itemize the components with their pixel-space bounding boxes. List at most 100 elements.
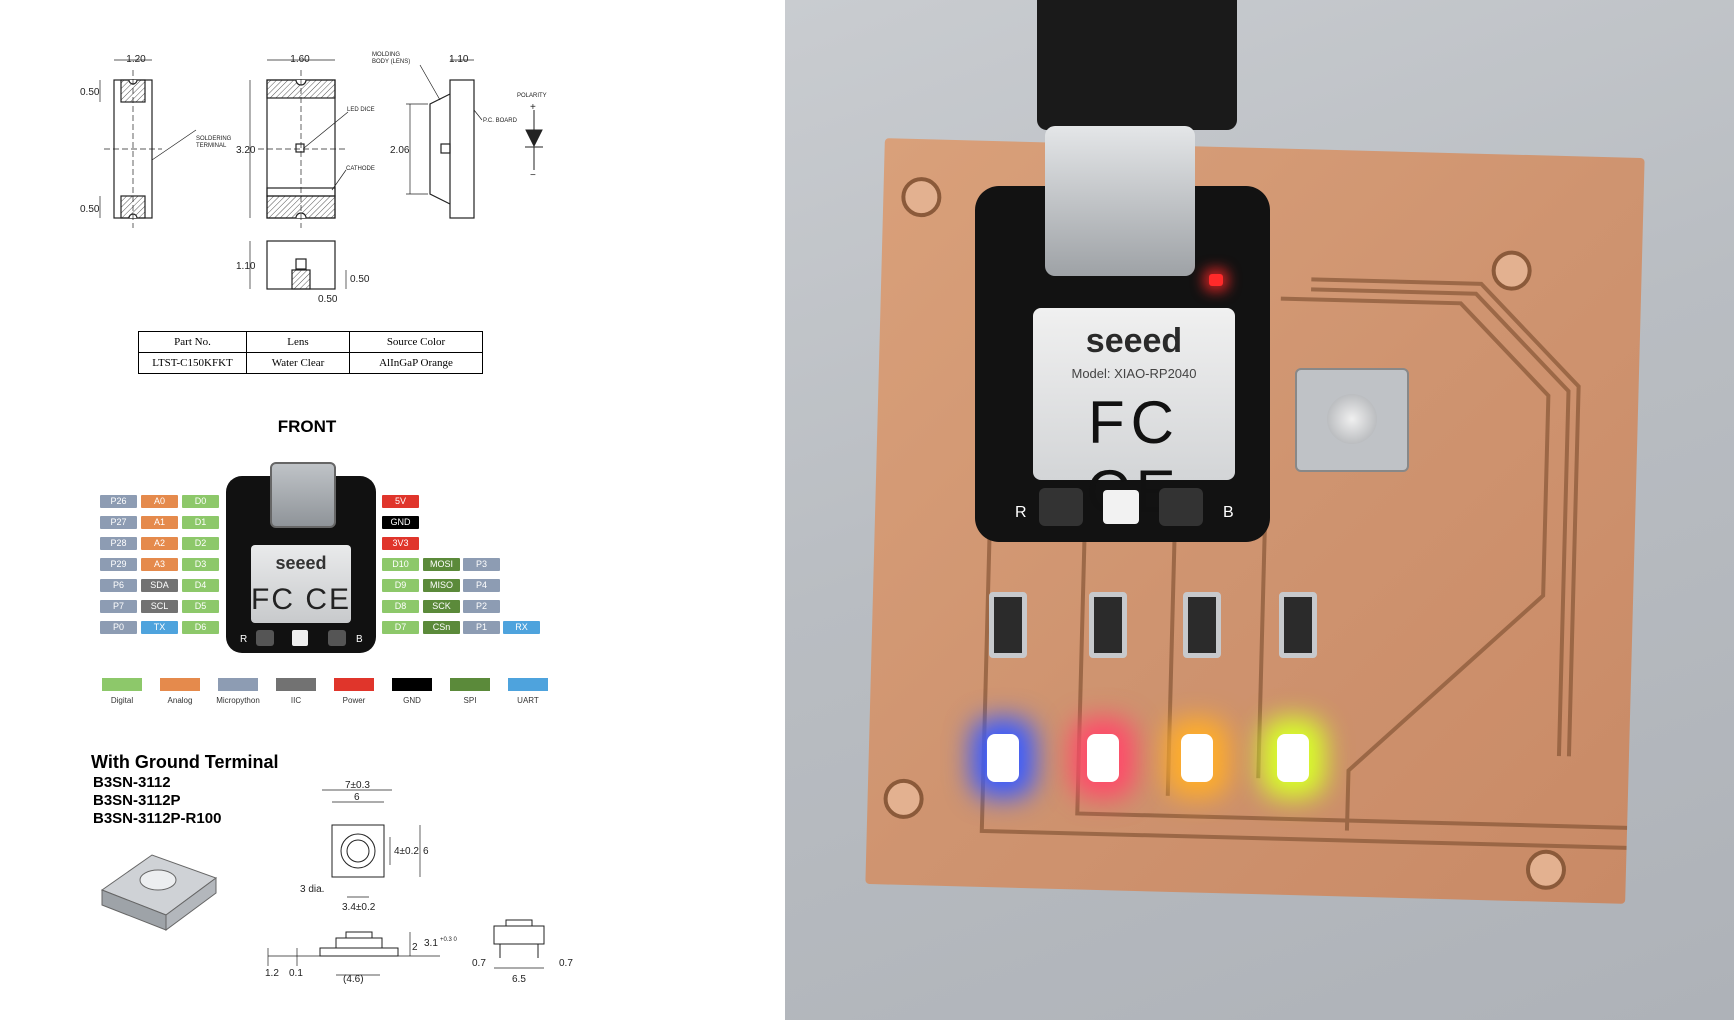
label-terminal: TERMINAL — [196, 143, 227, 149]
pin-label: GND — [382, 516, 419, 529]
pin-label: SDA — [141, 579, 178, 592]
pin-label: RX — [503, 621, 540, 634]
dim-w7: 7±0.3 — [345, 780, 370, 791]
board-letter-r: R — [240, 634, 248, 645]
dim-w34: 3.4±0.2 — [342, 902, 376, 913]
pin-label: P0 — [100, 621, 137, 634]
dim-dia: 3 dia. — [300, 884, 324, 895]
pin-label: P7 — [100, 600, 137, 613]
rgb-led — [1103, 490, 1139, 524]
pin-label: CSn — [423, 621, 460, 634]
pin-label: P1 — [463, 621, 500, 634]
pin-label: P2 — [463, 600, 500, 613]
switch-title: With Ground Terminal — [91, 752, 279, 772]
pin-label: D6 — [182, 621, 219, 634]
dim-w6: 6 — [354, 792, 360, 803]
legend-label: Micropython — [216, 696, 260, 705]
legend-label: Power — [342, 696, 366, 705]
pin-label: D0 — [182, 495, 219, 508]
dim-w-top: 1.20 — [126, 54, 146, 65]
pin-label: A1 — [141, 516, 178, 529]
label-minus: − — [530, 170, 536, 181]
led — [1181, 734, 1213, 782]
label-molding: MOLDING — [372, 52, 400, 58]
datasheet-panel: 1.20 0.50 0.50 SOLDERING TERMINAL 1.60 3… — [0, 0, 785, 1020]
reset-button[interactable] — [256, 630, 274, 646]
usb-cable — [1037, 0, 1237, 130]
usb-c-connector — [270, 462, 336, 528]
led — [1087, 734, 1119, 782]
reset-button[interactable] — [1039, 488, 1083, 526]
table-header: Source Color — [349, 331, 483, 353]
table-header: Part No. — [138, 331, 247, 353]
pin-label: D2 — [182, 537, 219, 550]
xiao-board: seeed FC CE R B — [226, 462, 376, 653]
legend-label: Analog — [167, 696, 193, 705]
pin-label: TX — [141, 621, 178, 634]
switch-model: B3SN-3112P — [93, 792, 181, 809]
dim-h2: 2 — [412, 942, 418, 953]
pin-label: SCL — [141, 600, 178, 613]
resistor — [1279, 592, 1317, 658]
pin-label: P4 — [463, 579, 500, 592]
label-polarity: POLARITY — [517, 93, 547, 99]
pin-label: P6 — [100, 579, 137, 592]
pin-label: D5 — [182, 600, 219, 613]
dim-s07b: 0.7 — [559, 958, 573, 969]
table-cell: LTST-C150KFKT — [138, 352, 247, 374]
dim-h4: 4±0.2 — [394, 846, 419, 857]
pin-label: D4 — [182, 579, 219, 592]
module-shield: seeed Model: XIAO-RP2040 FC CE — [1033, 308, 1235, 525]
table-cell: AlInGaP Orange — [349, 352, 483, 374]
module-model: Model: XIAO-RP2040 — [1071, 366, 1197, 381]
legend-label: IIC — [290, 696, 302, 705]
dim-h31: 3.1 — [424, 938, 438, 949]
copper-traces — [883, 177, 1628, 890]
polarity-symbol — [525, 110, 543, 170]
tactile-switch[interactable] — [1295, 368, 1409, 472]
dim-s65: 6.5 — [512, 974, 526, 985]
pin-label: P26 — [100, 495, 137, 508]
led-top-view — [99, 59, 197, 228]
label-soldering: SOLDERING — [196, 136, 232, 142]
legend-swatch — [102, 678, 142, 691]
pin-label: P27 — [100, 516, 137, 529]
boot-button[interactable] — [1159, 488, 1203, 526]
switch-side-view — [267, 931, 440, 976]
board-letter-r: R — [1015, 504, 1027, 521]
dim-b46: (4.6) — [343, 974, 364, 985]
dim-length: 3.20 — [236, 145, 256, 156]
dim-bottom-w: 0.50 — [318, 294, 338, 305]
dim-height-side: 2.06 — [390, 145, 410, 156]
resistor — [1089, 592, 1127, 658]
pin-label: P28 — [100, 537, 137, 550]
pin-label: D9 — [382, 579, 419, 592]
table-row: LTST-C150KFKT Water Clear AlInGaP Orange — [138, 352, 483, 374]
dim-w-mid: 1.60 — [290, 54, 310, 65]
led — [1277, 734, 1309, 782]
resistor — [989, 592, 1027, 658]
pin-label: D1 — [182, 516, 219, 529]
legend-label: SPI — [463, 696, 477, 705]
dim-pad-bottom: 0.50 — [80, 204, 100, 215]
switch-end-view — [493, 919, 545, 969]
legend-swatch — [392, 678, 432, 691]
label-cathode: CATHODE — [346, 166, 375, 172]
xiao-module: seeed Model: XIAO-RP2040 FC CE R B — [975, 126, 1270, 542]
copper-board — [865, 138, 1645, 904]
board-letter-b: B — [1223, 504, 1234, 521]
dim-h6: 6 — [423, 846, 429, 857]
boot-button[interactable] — [328, 630, 346, 646]
legend-swatch — [508, 678, 548, 691]
module-brand: seeed — [1085, 322, 1183, 360]
board-letter-b: B — [356, 634, 363, 645]
pin-label: D10 — [382, 558, 419, 571]
switch-cap — [1327, 394, 1377, 444]
legend-label: GND — [403, 696, 421, 705]
led-front-view — [249, 59, 349, 228]
switch-top-view — [322, 789, 421, 898]
legend-swatch — [218, 678, 258, 691]
switch-model: B3SN-3112P-R100 — [93, 810, 222, 827]
dim-bottom-pad: 0.50 — [350, 274, 370, 285]
